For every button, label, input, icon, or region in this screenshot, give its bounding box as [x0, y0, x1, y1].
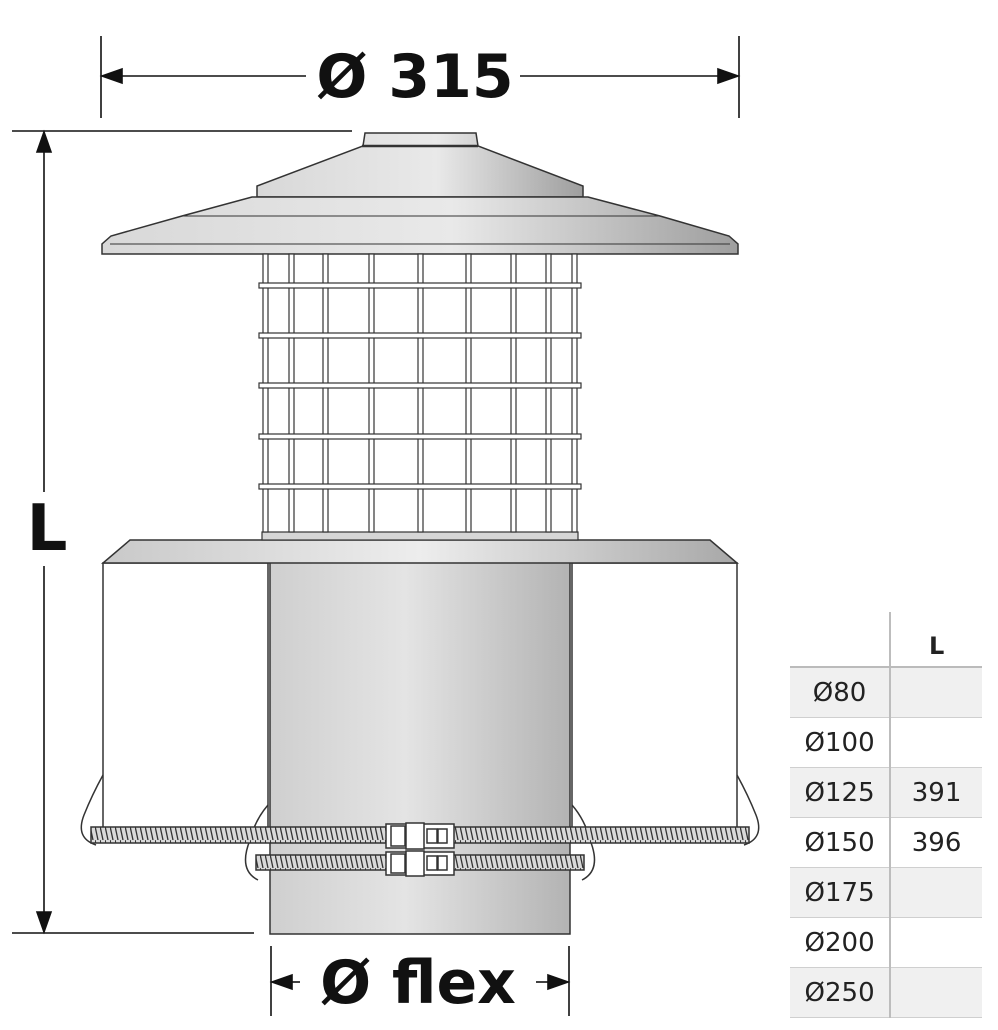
diameter-cell: Ø200 — [790, 917, 892, 968]
length-cell — [890, 717, 982, 768]
header-diameter — [790, 612, 892, 668]
length-cell — [890, 867, 982, 918]
diameter-cell: Ø250 — [790, 967, 892, 1018]
size-table-header: L — [790, 612, 982, 668]
dimension-lines — [12, 36, 741, 1016]
table-row: Ø125 391 — [790, 767, 982, 818]
table-row: Ø150 396 — [790, 817, 982, 868]
length-cell: 391 — [890, 767, 982, 818]
diameter-cell: Ø150 — [790, 817, 892, 868]
clamp-bands — [80, 774, 760, 881]
diameter-cell: Ø125 — [790, 767, 892, 818]
header-length: L — [890, 612, 982, 668]
outer-diameter-label: Ø 315 — [316, 42, 514, 112]
diameter-cell: Ø100 — [790, 717, 892, 768]
diameter-cell: Ø175 — [790, 867, 892, 918]
height-label: L — [26, 492, 68, 566]
table-row: Ø100 — [790, 717, 982, 768]
length-cell — [890, 917, 982, 968]
cowl-body — [100, 132, 740, 935]
length-cell: 396 — [890, 817, 982, 868]
size-table: L Ø80 Ø100 Ø125 391 Ø150 396 Ø175 Ø200 Ø… — [790, 612, 982, 1018]
table-row: Ø250 — [790, 967, 982, 1018]
length-cell — [890, 667, 982, 718]
table-row: Ø200 — [790, 917, 982, 968]
mesh-grid — [258, 253, 582, 541]
length-cell — [890, 967, 982, 1018]
table-row: Ø175 — [790, 867, 982, 918]
table-row: Ø80 — [790, 667, 982, 718]
diameter-cell: Ø80 — [790, 667, 892, 718]
flex-diameter-label: Ø flex — [300, 948, 536, 1018]
